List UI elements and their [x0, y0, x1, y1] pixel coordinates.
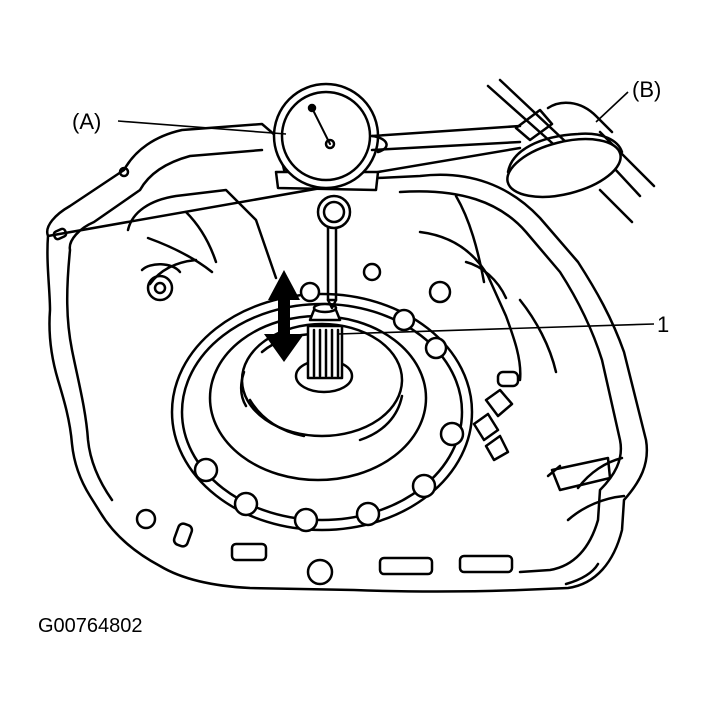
movement-arrow [264, 270, 304, 362]
label-holder: (B) [632, 77, 662, 102]
indicator-stem [326, 224, 338, 302]
label-gauge: (A) [72, 109, 102, 134]
outer-ring [170, 292, 474, 532]
housing-outline [45, 122, 649, 593]
leader-1 [337, 323, 655, 335]
magnetic-base [506, 137, 622, 199]
figure-id: G00764802 [38, 615, 143, 637]
holder-arm [370, 124, 522, 174]
leader-b [595, 91, 629, 123]
housing-inner-rim [65, 148, 623, 574]
leader-a [117, 120, 287, 135]
label-part: 1 [657, 312, 670, 337]
housing-cavity [126, 188, 522, 382]
